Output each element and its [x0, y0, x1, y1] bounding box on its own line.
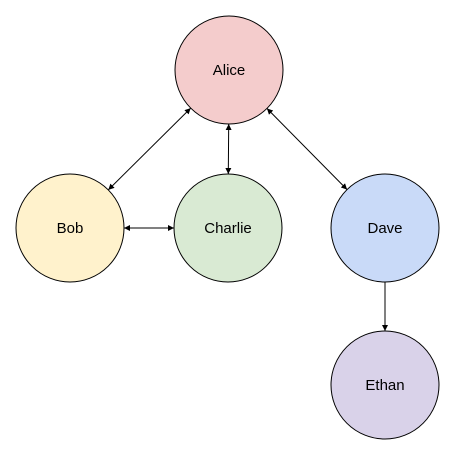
node-circle-dave — [330, 173, 440, 283]
edge-alice-dave — [266, 108, 348, 190]
node-label-alice: Alice — [213, 62, 246, 79]
node-bob: Bob — [15, 173, 125, 283]
edge-alice-bob — [107, 107, 192, 191]
node-label-dave: Dave — [367, 220, 402, 237]
node-label-ethan: Ethan — [365, 377, 404, 394]
node-label-charlie: Charlie — [204, 220, 252, 237]
node-label-bob: Bob — [57, 220, 84, 237]
node-charlie: Charlie — [173, 173, 283, 283]
node-alice: Alice — [174, 15, 284, 125]
node-dave: Dave — [330, 173, 440, 283]
node-circle-bob — [15, 173, 125, 283]
node-circle-alice — [174, 15, 284, 125]
node-ethan: Ethan — [330, 330, 440, 440]
node-circle-charlie — [173, 173, 283, 283]
node-circle-ethan — [330, 330, 440, 440]
edges — [107, 107, 388, 331]
